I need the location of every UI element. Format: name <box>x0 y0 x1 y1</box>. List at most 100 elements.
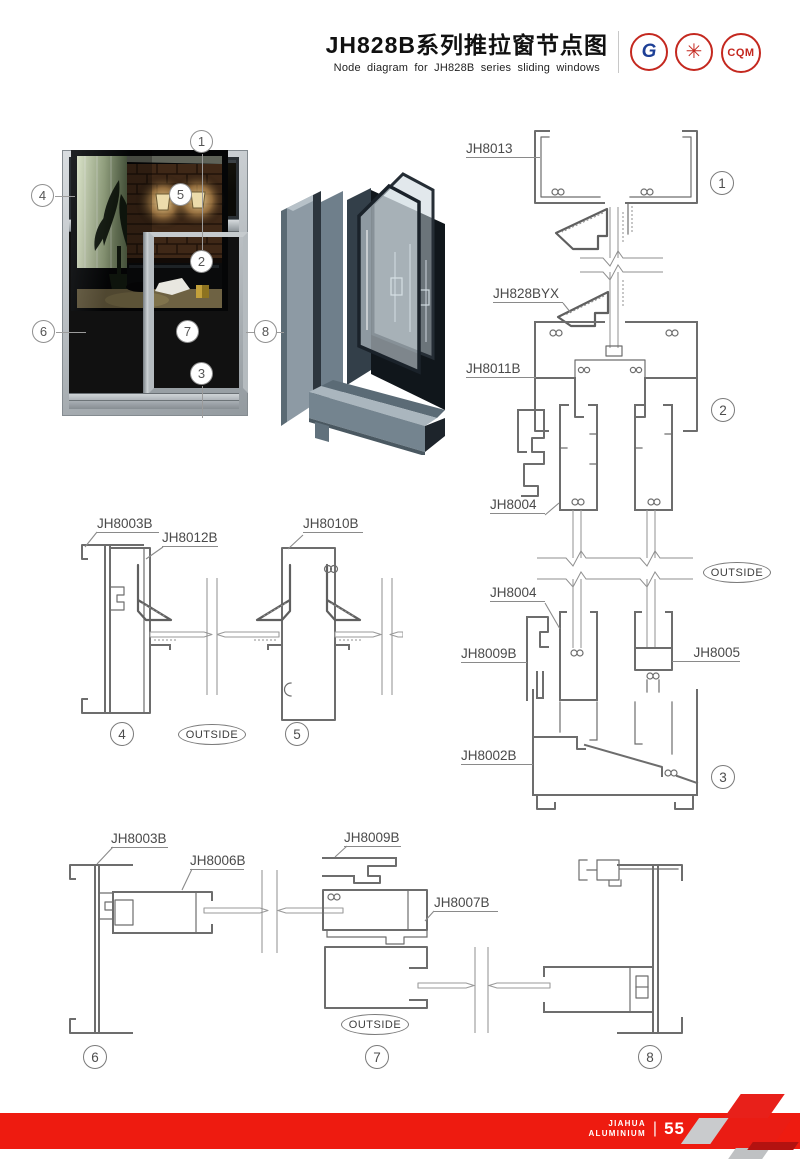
part-label-jh8007b: JH8007B <box>434 895 498 912</box>
callout-line-6 <box>56 332 86 333</box>
outside-label-mid: OUTSIDE <box>178 724 246 745</box>
callout-7: 7 <box>176 320 199 343</box>
jamb-frame-right-8 <box>617 864 683 1034</box>
head-frame-jh8013 <box>534 130 698 235</box>
footer-band <box>0 1113 800 1149</box>
leader-jh8004-upper <box>544 502 560 516</box>
glass-mid-left <box>149 631 213 638</box>
footer-logo-shape-1 <box>723 1094 785 1119</box>
part-label-jh8012b: JH8012B <box>162 530 218 547</box>
glass-bottom-left <box>203 907 269 914</box>
callout-line-4 <box>55 196 75 197</box>
page-subtitle: Node diagram for JH828B series sliding w… <box>333 62 600 74</box>
header-divider <box>618 31 619 73</box>
glass-reflection <box>71 150 152 311</box>
break-bottom-right <box>474 947 489 1033</box>
callout-5: 5 <box>169 183 192 206</box>
part-label-jh8005: JH8005 <box>672 645 740 662</box>
leader-jh8004-lower <box>544 602 561 630</box>
section-circle-2: 2 <box>711 398 735 422</box>
bottom-track <box>69 393 239 409</box>
callout-4: 4 <box>31 184 54 207</box>
break-mid-left <box>206 578 218 695</box>
part-label-jh8013: JH8013 <box>466 141 540 158</box>
section-circle-5: 5 <box>285 722 309 746</box>
cloth-item <box>155 278 190 295</box>
section-circle-6: 6 <box>83 1045 107 1069</box>
part-label-jh8009b-bottom: JH8009B <box>344 830 401 847</box>
glazing-wedge-top <box>554 207 609 251</box>
part-label-jh8003b-mid: JH8003B <box>97 516 159 533</box>
brand-name: JIAHUA ALUMINIUM <box>588 1119 646 1138</box>
glass-bottom-right <box>417 982 475 989</box>
track-groove <box>69 400 239 401</box>
interlock-jh8009b-lower <box>526 616 549 701</box>
jamb-frame-jh8003b <box>81 544 144 714</box>
leader-jh8009b-bottom <box>334 845 348 858</box>
callout-2: 2 <box>190 250 213 273</box>
meeting-stile-jh8010b <box>255 547 362 721</box>
wall-lamp-right <box>190 191 206 209</box>
part-label-jh8004-upper: JH8004 <box>490 497 545 514</box>
sliding-sash-frame <box>149 232 248 393</box>
interior-scene <box>71 150 228 311</box>
footer-logo-shape-5 <box>747 1142 799 1150</box>
vertical-section-drawing <box>517 130 699 810</box>
sash-head-jh8011b <box>534 321 698 432</box>
part-label-jh8011b: JH8011B <box>466 361 536 378</box>
break-mid-right <box>381 578 393 695</box>
window-overview-photo <box>62 150 248 416</box>
sash-profile-jh8006b <box>112 891 213 934</box>
part-label-jh8004-lower: JH8004 <box>490 585 545 602</box>
callout-8: 8 <box>254 320 277 343</box>
horizontal-section-drawing-mid <box>81 531 403 721</box>
part-label-jh8009b: JH8009B <box>461 646 527 663</box>
outside-label-bottom: OUTSIDE <box>341 1014 409 1035</box>
sash-profile-right-8 <box>543 966 654 1013</box>
cqm-logo-text: CQM <box>727 47 755 59</box>
quality-star-logo-icon: ✳ <box>675 33 713 71</box>
upper-sash-left <box>559 404 598 511</box>
wall-lamp-left <box>155 193 171 211</box>
leader-jh8003b-mid <box>84 531 98 548</box>
clip-profile-jh8009b-bottom <box>322 857 397 884</box>
part-label-jh8006b: JH8006B <box>190 853 246 870</box>
section-circle-1: 1 <box>710 171 734 195</box>
footer-logo-icon <box>680 1092 800 1162</box>
lower-sash-right-jh8005 <box>634 611 673 693</box>
horizontal-section-drawing-bottom <box>69 845 683 1034</box>
part-label-jh8003b-bottom: JH8003B <box>111 831 168 848</box>
snap-cover-profile <box>517 409 545 497</box>
cqm-certification-logo-icon: CQM <box>721 33 761 73</box>
leader-jh8010b <box>287 534 304 550</box>
page-header: JH828B系列推拉窗节点图 Node diagram for JH828B s… <box>326 26 608 74</box>
part-label-jh8010b: JH8010B <box>303 516 363 533</box>
callout-3: 3 <box>190 362 213 385</box>
gb-certification-logo-icon: G <box>630 33 668 71</box>
jamb-frame-jh8003b-bottom <box>69 864 133 1034</box>
callout-line-8a <box>246 332 255 333</box>
profile-3d-render <box>281 172 445 455</box>
section-circle-4: 4 <box>110 722 134 746</box>
brand-divider: | <box>652 1120 658 1137</box>
gb-logo-letter: G <box>641 41 657 62</box>
section-circle-8: 8 <box>638 1045 662 1069</box>
section-circle-7: 7 <box>365 1045 389 1069</box>
callout-line-1-2 <box>202 154 203 250</box>
leader-jh8007b <box>424 910 435 922</box>
outside-label-right: OUTSIDE <box>703 562 771 583</box>
leader-jh8003b-bottom <box>96 846 114 865</box>
break-symbol-mid <box>537 550 693 588</box>
callout-1: 1 <box>190 130 213 153</box>
callout-6: 6 <box>32 320 55 343</box>
glass-top <box>609 207 619 258</box>
page-title: JH828B系列推拉窗节点图 <box>325 32 608 58</box>
page-number: 55 <box>664 1119 685 1138</box>
part-label-jh8002b: JH8002B <box>461 748 533 765</box>
clip-profile-top-8 <box>578 859 622 887</box>
star-logo-glyph: ✳ <box>685 41 703 63</box>
footer-brand: JIAHUA ALUMINIUM | 55 <box>560 1119 685 1139</box>
callout-line-3 <box>202 386 203 418</box>
callout-line-8b <box>277 332 284 333</box>
